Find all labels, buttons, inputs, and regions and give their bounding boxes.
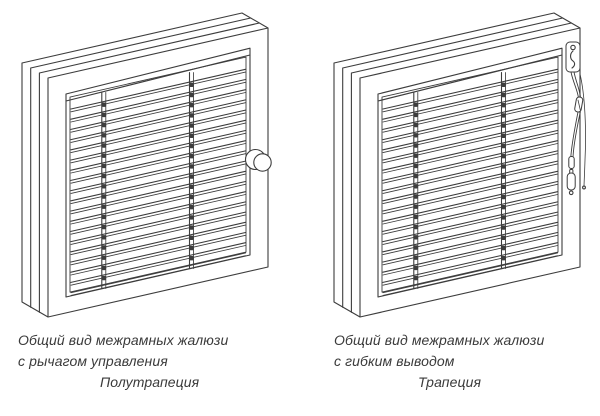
- headrail: [377, 54, 563, 102]
- headrail: [65, 54, 251, 102]
- window-frame: [333, 12, 581, 318]
- caption-line-2: с рычагом управления: [18, 353, 168, 369]
- blind-slats: [70, 68, 247, 296]
- caption-line-2: с гибким выводом: [334, 353, 455, 369]
- caption-cord-blind: Общий вид межрамных жалюзи с гибким выво…: [334, 330, 600, 393]
- figure-lever-blind: Общий вид межрамных жалюзи с рычагом упр…: [0, 0, 292, 416]
- caption-line-1: Общий вид межрамных жалюзи: [334, 332, 545, 348]
- caption-lever-blind: Общий вид межрамных жалюзи с рычагом упр…: [18, 330, 298, 393]
- variant-label: Полутрапеция: [100, 374, 200, 390]
- ladder-tapes: [101, 71, 194, 289]
- blind-drawing-cord: [333, 12, 586, 318]
- window-frame: [21, 12, 269, 318]
- blind-drawing-lever: [21, 12, 272, 318]
- variant-label: Трапеция: [418, 374, 482, 390]
- blind-slats: [382, 68, 559, 296]
- ladder-tapes: [413, 71, 506, 289]
- control-knob: [244, 148, 272, 172]
- flexible-cord-control: [565, 41, 586, 196]
- caption-line-1: Общий вид межрамных жалюзи: [18, 332, 229, 348]
- figure-cord-blind: Общий вид межрамных жалюзи с гибким выво…: [312, 0, 600, 416]
